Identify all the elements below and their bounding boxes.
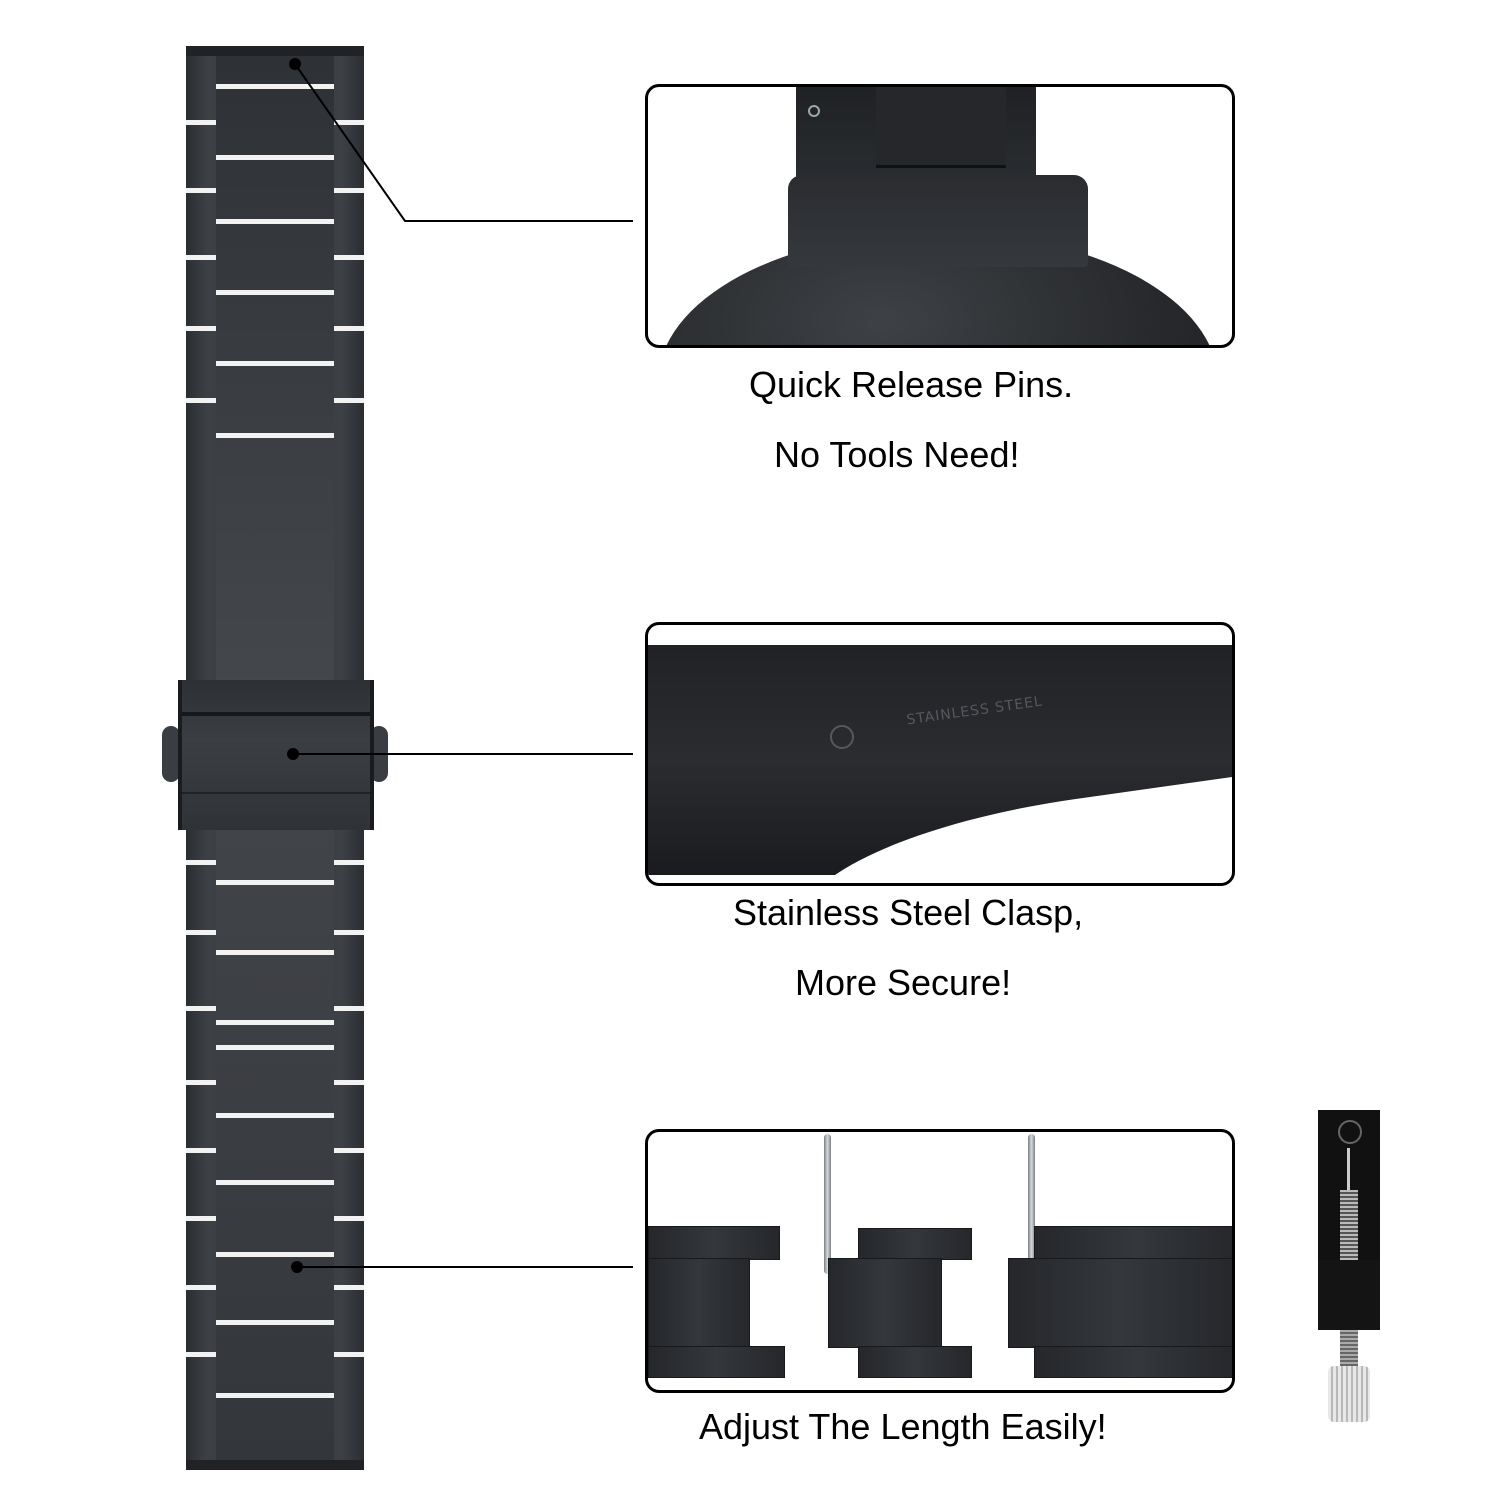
band-gap (334, 398, 364, 403)
quick-release-pin-icon (808, 105, 820, 117)
callout-dot-clasp (287, 748, 299, 760)
caption-clasp-1: Stainless Steel Clasp, (733, 892, 1084, 933)
band-gap (186, 1080, 216, 1085)
band-bottom-end (186, 1460, 364, 1470)
link-segment (828, 1258, 942, 1348)
link-segment (648, 1258, 750, 1350)
band-gap (186, 188, 216, 193)
band-gap (186, 326, 216, 331)
tool-collar (1318, 1260, 1380, 1330)
caption-adjust-length: Adjust The Length Easily! (699, 1406, 1107, 1447)
tool-hole (1338, 1120, 1362, 1144)
band-gap (334, 1285, 364, 1290)
band-gap (334, 1006, 364, 1011)
band-center-link (876, 87, 1006, 168)
band-gap (216, 290, 334, 295)
band-gap (216, 361, 334, 366)
band-gap (186, 1285, 216, 1290)
band-gap (216, 1180, 334, 1185)
band-adapter (788, 175, 1088, 267)
clasp-panel: STAINLESS STEEL (645, 622, 1235, 886)
link-removal-tool-icon (1318, 1110, 1380, 1430)
link-segment (858, 1346, 972, 1378)
clasp-seam (182, 712, 370, 716)
tool-needle (1347, 1148, 1350, 1192)
band-gap (186, 860, 216, 865)
adjust-length-panel (645, 1129, 1235, 1393)
band-gap (334, 1352, 364, 1357)
band-gap (216, 1393, 334, 1398)
link-segment (1008, 1258, 1232, 1348)
link-segment (648, 1346, 785, 1378)
link-pin-icon (1028, 1134, 1035, 1274)
band-top-end (186, 46, 364, 56)
band-gap (186, 120, 216, 125)
quick-release-panel (645, 84, 1235, 348)
band-gap (186, 398, 216, 403)
band-gap (216, 84, 334, 89)
band-gap (334, 1216, 364, 1221)
band-gap (334, 1080, 364, 1085)
callout-dot-links (291, 1261, 303, 1273)
caption-clasp-2: More Secure! (795, 962, 1012, 1003)
band-gap (216, 1252, 334, 1257)
band-gap (334, 1148, 364, 1153)
band-gap (186, 1216, 216, 1221)
link-segment (648, 1226, 780, 1260)
band-gap (186, 930, 216, 935)
band-gap (216, 1045, 334, 1050)
clasp-logo-icon (830, 725, 854, 749)
band-gap (216, 950, 334, 955)
band-gap (216, 1020, 334, 1025)
band-gap (334, 120, 364, 125)
clasp-button-left (162, 726, 180, 782)
band-gap (216, 880, 334, 885)
band-gap (186, 1006, 216, 1011)
band-gap (334, 860, 364, 865)
caption-quick-release-2: No Tools Need! (774, 434, 1020, 475)
band-gap (216, 1320, 334, 1325)
tool-screw (1340, 1330, 1358, 1368)
tool-spring (1340, 1190, 1358, 1260)
caption-quick-release-1: Quick Release Pins. (749, 364, 1074, 405)
band-gap (216, 433, 334, 438)
band-gap (334, 255, 364, 260)
clasp-seam-lower (182, 792, 370, 794)
band-gap (334, 188, 364, 193)
band-gap (186, 255, 216, 260)
band-gap (334, 326, 364, 331)
band-gap (216, 219, 334, 224)
band-gap (216, 155, 334, 160)
band-gap (186, 1352, 216, 1357)
band-gap (216, 1113, 334, 1118)
band-gap (186, 1148, 216, 1153)
band-gap (334, 930, 364, 935)
link-segment (1034, 1226, 1232, 1260)
link-segment (858, 1228, 972, 1260)
link-pin-icon (824, 1134, 831, 1274)
link-segment (1034, 1346, 1232, 1378)
tool-knob (1328, 1366, 1370, 1422)
